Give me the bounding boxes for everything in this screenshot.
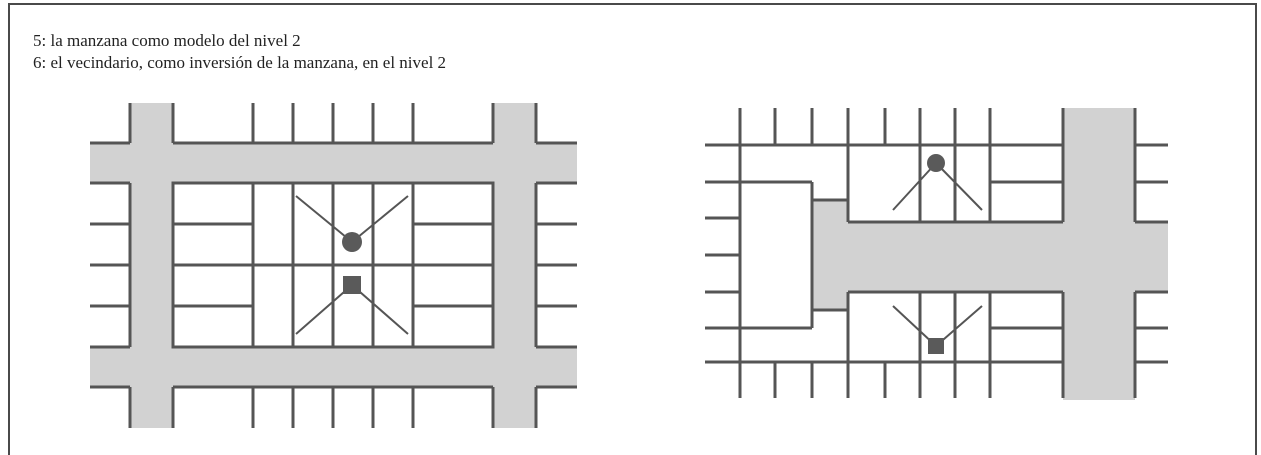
streets-left	[90, 103, 577, 428]
square-icon	[928, 338, 944, 354]
square-icon	[343, 276, 361, 294]
caption-line-5: 5: la manzana como modelo del nivel 2	[33, 31, 301, 50]
lots-left	[90, 103, 577, 428]
street-horizontal-bottom	[90, 347, 577, 387]
circle-icon	[927, 154, 945, 172]
lots-right	[705, 108, 1168, 398]
figure-caption: 5: la manzana como modelo del nivel 2 6:…	[33, 30, 446, 74]
caption-line-6: 6: el vecindario, como inversión de la m…	[33, 53, 447, 72]
circle-icon	[342, 232, 362, 252]
streets-right	[812, 108, 1168, 400]
sightlines-right	[892, 162, 983, 347]
sightlines-left	[295, 195, 409, 335]
street-horizontal-top	[90, 143, 577, 183]
street-horizontal	[812, 222, 1168, 292]
figure-frame	[8, 3, 1257, 455]
